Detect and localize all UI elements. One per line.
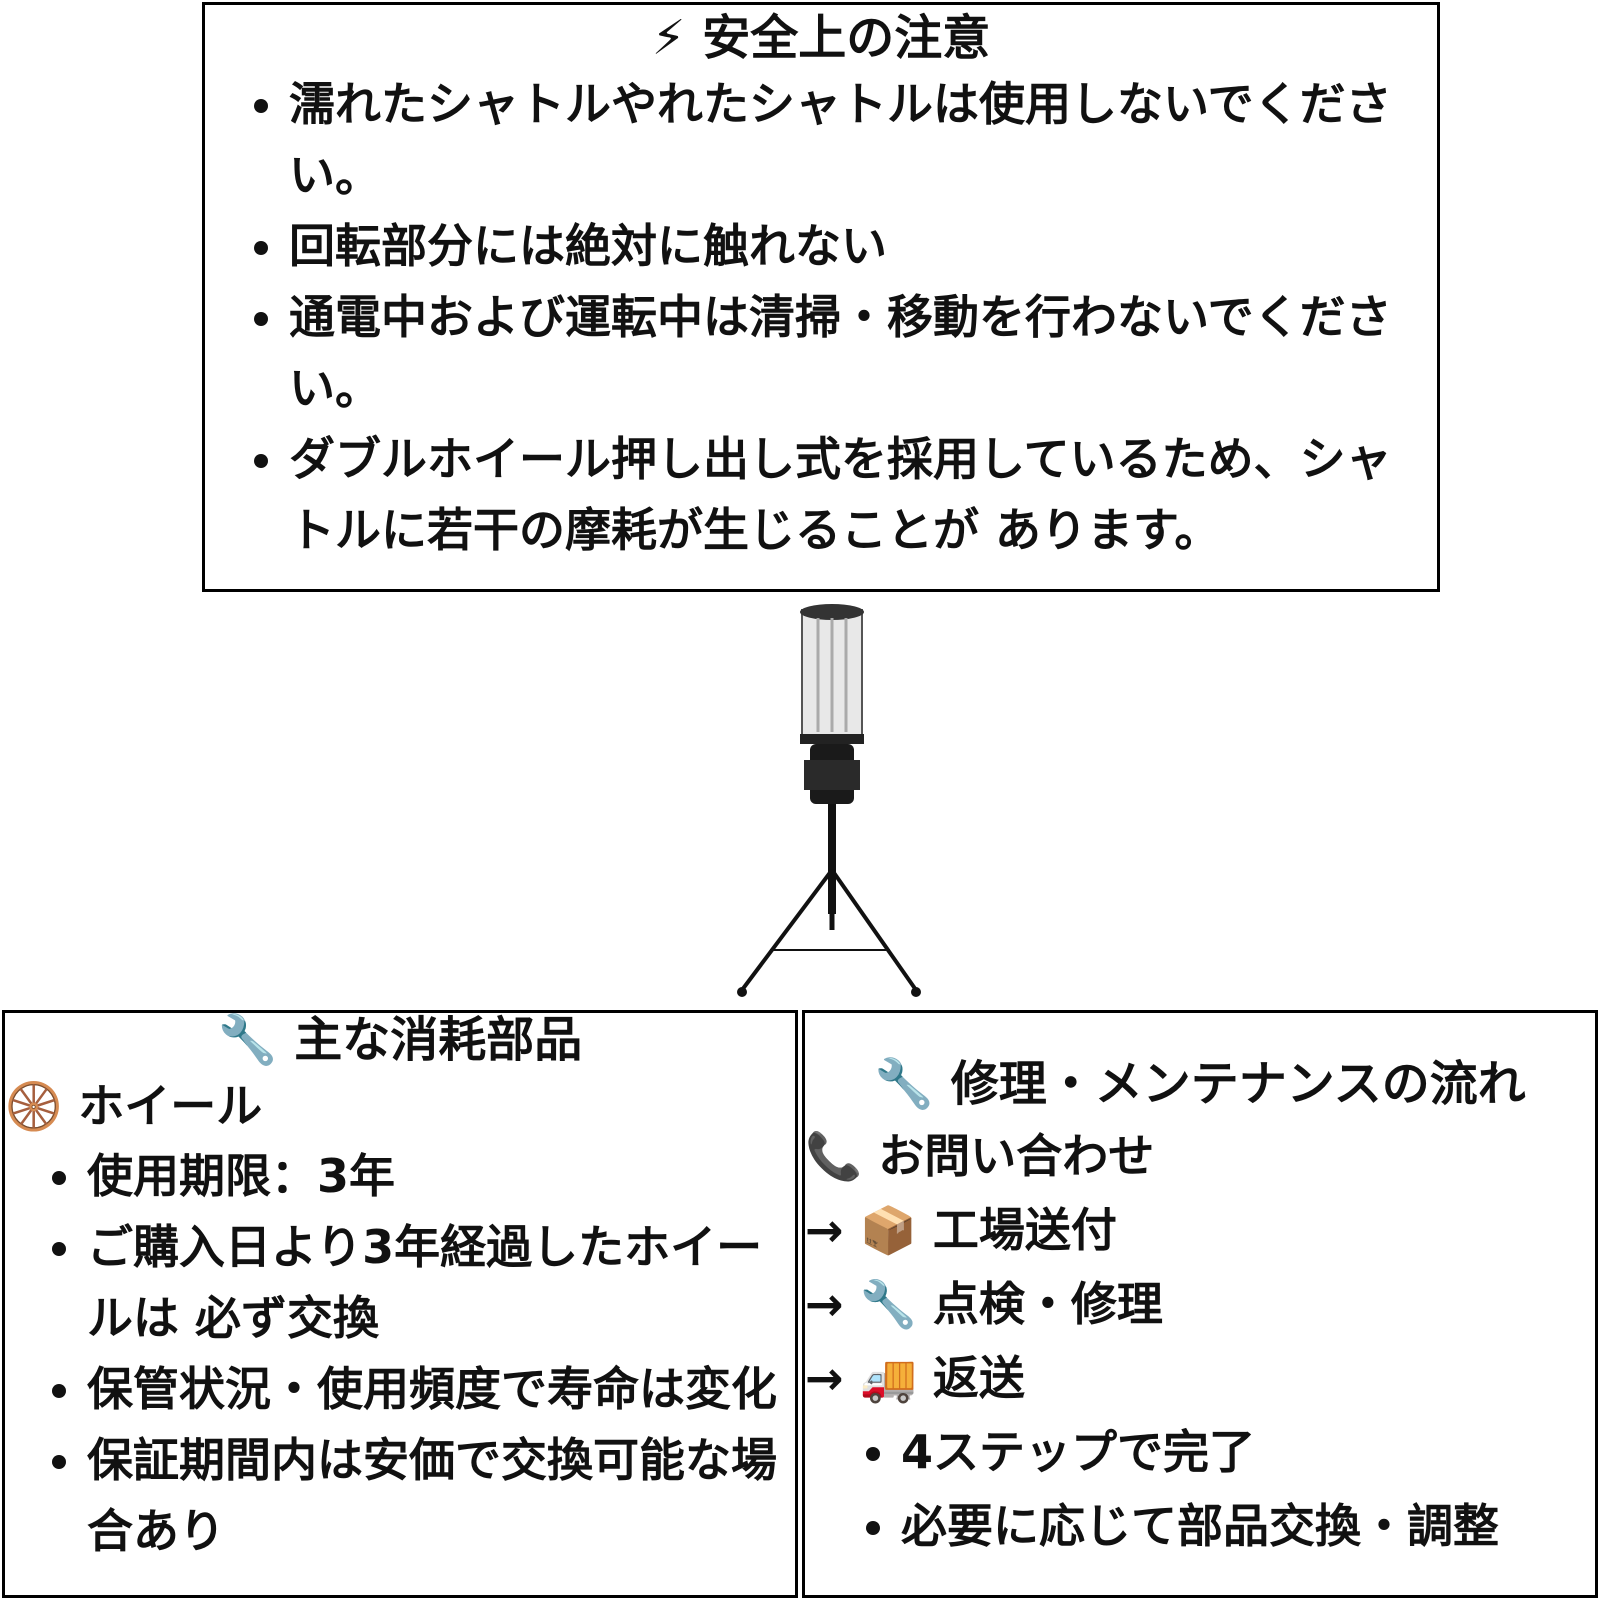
repair-step: → 🚚 返送: [805, 1351, 1025, 1405]
list-item: 保証期間内は安価で交換可能な場合あり: [87, 1425, 783, 1567]
list-item: 保管状況・使用頻度で寿命は変化: [87, 1354, 783, 1425]
repair-step: 📞 お問い合わせ: [805, 1129, 1155, 1183]
shuttle-launcher-machine-image: [737, 604, 921, 997]
consumable-parts-box: 🔧 主な消耗部品 🛞 ホイール 使用期限：3年 ご購入日より3年経過したホイール…: [2, 1010, 798, 1598]
list-item: 濡れたシャトルやれたシャトルは使用しないでください。: [289, 69, 1427, 211]
wheel-heading: 🛞 ホイール: [5, 1079, 263, 1133]
safety-title: ⚡ 安全上の注意: [651, 10, 991, 66]
list-item: ご購入日より3年経過したホイールは 必ず交換: [87, 1212, 783, 1354]
list-item: ダブルホイール押し出し式を採用しているため、シャトルに若干の摩耗が生じることが …: [289, 424, 1427, 566]
safety-notice-box: ⚡ 安全上の注意 濡れたシャトルやれたシャトルは使用しないでください。 回転部分…: [202, 2, 1440, 592]
parts-title: 🔧 主な消耗部品: [217, 1012, 583, 1068]
list-item: 4ステップで完了: [901, 1415, 1595, 1489]
repair-step: → 🔧 点検・修理: [805, 1277, 1163, 1331]
repair-flow-box: 🔧 修理・メンテナンスの流れ 📞 お問い合わせ → 📦 工場送付 → 🔧 点検・…: [802, 1010, 1598, 1598]
list-item: 使用期限：3年: [87, 1141, 783, 1212]
list-item: 回転部分には絶対に触れない: [289, 211, 1427, 282]
list-item: 必要に応じて部品交換・調整: [901, 1489, 1595, 1563]
parts-list: 使用期限：3年 ご購入日より3年経過したホイールは 必ず交換 保管状況・使用頻度…: [5, 1141, 795, 1567]
repair-step: → 📦 工場送付: [805, 1203, 1117, 1257]
repair-title: 🔧 修理・メンテナンスの流れ: [874, 1056, 1526, 1112]
list-item: 通電中および運転中は清掃・移動を行わないでください。: [289, 282, 1427, 424]
safety-list: 濡れたシャトルやれたシャトルは使用しないでください。 回転部分には絶対に触れない…: [205, 69, 1437, 566]
repair-list: 4ステップで完了 必要に応じて部品交換・調整: [805, 1415, 1595, 1563]
